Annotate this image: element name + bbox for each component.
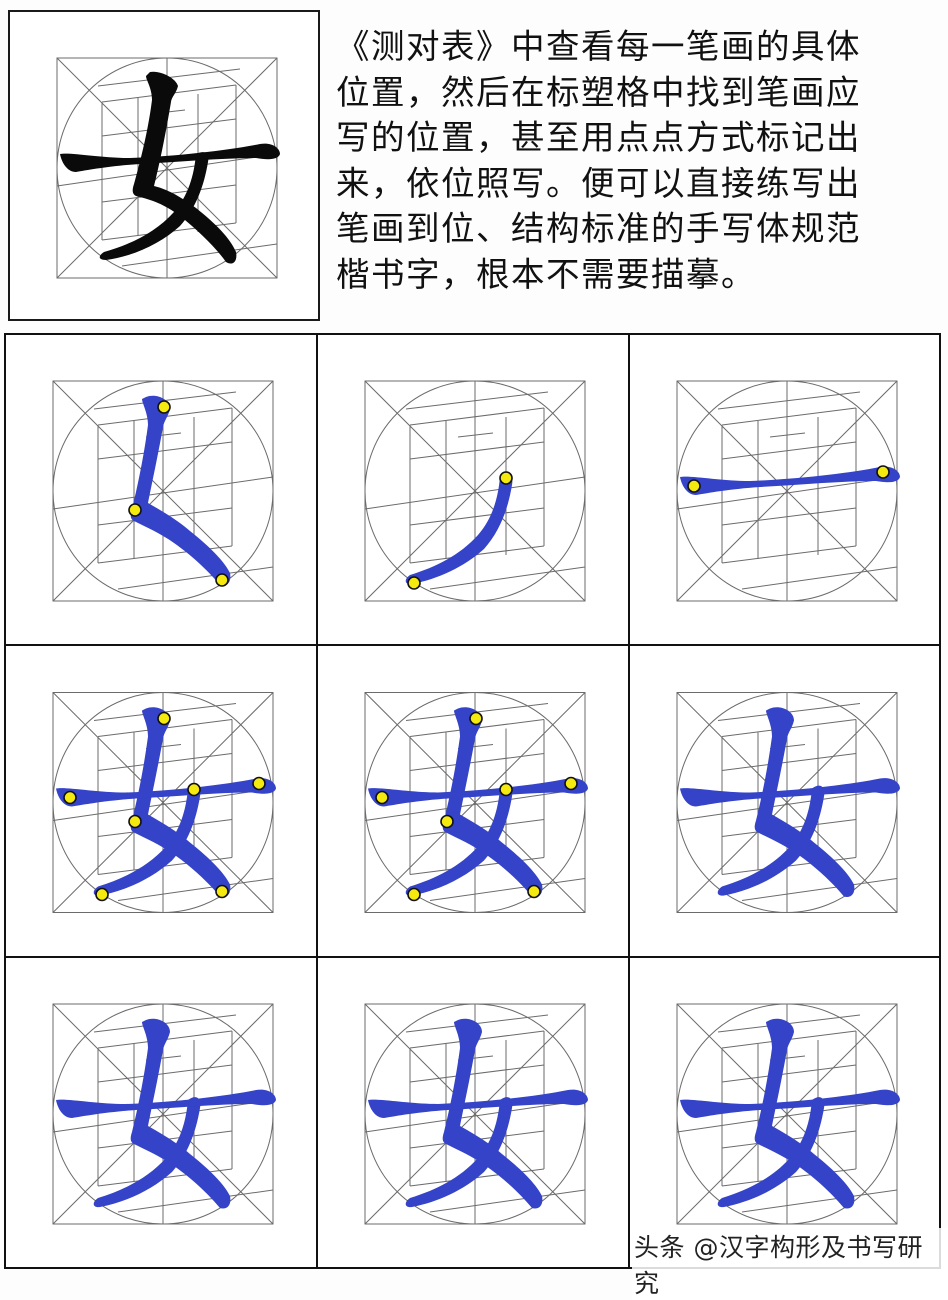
stroke-heng	[56, 778, 276, 807]
yellow-dot-marker	[407, 887, 421, 902]
yellow-dot-marker	[564, 776, 578, 791]
instruction-paragraph: 《测对表》中查看每一笔画的具体 位置，然后在标塑格中找到笔画应 写的位置，甚至用…	[336, 24, 940, 297]
stroke-cell-3	[630, 335, 939, 646]
stroke-heng	[680, 1089, 900, 1118]
stroke-piedian	[130, 395, 231, 586]
yellow-dot-marker	[527, 884, 541, 899]
yellow-dot-marker	[157, 711, 171, 726]
character-strokes	[680, 707, 900, 897]
stroke-piedian	[754, 1018, 855, 1209]
stroke-piedian	[442, 1018, 543, 1209]
reference-character-glyph	[60, 71, 280, 264]
stroke-piedian	[442, 707, 543, 897]
stroke-cell-8	[318, 958, 630, 1267]
instruction-line: 写的位置，甚至用点点方式标记出	[336, 118, 861, 157]
stroke-piedian	[130, 707, 231, 897]
tian-zi-grid	[676, 380, 898, 602]
yellow-dot-marker	[499, 782, 513, 797]
character-strokes	[368, 707, 588, 897]
stroke-heng	[368, 778, 588, 807]
character-strokes	[130, 395, 231, 586]
stroke-position-dots	[63, 711, 266, 902]
instruction-line: 楷书字，根本不需要描摹。	[336, 254, 756, 294]
character-strokes	[56, 707, 276, 897]
stroke-position-dots	[407, 471, 513, 590]
yellow-dot-marker	[128, 503, 142, 517]
stroke-cell-6	[630, 646, 939, 958]
stroke-cell-7	[6, 958, 318, 1267]
stroke-cell-9	[630, 958, 939, 1267]
yellow-dot-marker	[215, 884, 229, 899]
yellow-dot-marker	[215, 573, 229, 587]
stroke-position-dots	[375, 711, 578, 902]
character-strokes	[56, 1018, 276, 1209]
stroke-heng	[680, 778, 900, 807]
character-strokes	[680, 466, 900, 495]
stroke-piedian	[754, 707, 855, 897]
instruction-line: 来，依位照写。便可以直接练写出	[336, 163, 861, 203]
yellow-dot-marker	[375, 790, 389, 805]
stroke-pie	[717, 1097, 825, 1208]
yellow-dot-marker	[876, 465, 890, 479]
watermark: 头条 @汉字构形及书写研究	[632, 1228, 948, 1300]
character-strokes	[405, 474, 513, 585]
stroke-pie	[93, 785, 201, 896]
tian-zi-grid	[364, 380, 586, 602]
yellow-dot-marker	[252, 776, 266, 791]
yellow-dot-marker	[157, 400, 171, 414]
stroke-cell-4	[6, 646, 318, 958]
stroke-pie	[93, 1097, 201, 1208]
stroke-pie	[405, 1097, 513, 1208]
stroke-pie	[405, 474, 513, 585]
stroke-cell-2	[318, 335, 630, 646]
yellow-dot-marker	[95, 887, 109, 902]
yellow-dot-marker	[128, 814, 142, 829]
yellow-dot-marker	[407, 576, 421, 590]
instruction-line: 《测对表》中查看每一笔画的具体	[336, 27, 861, 66]
instruction-line: 位置，然后在标塑格中找到笔画应	[336, 72, 861, 112]
stroke-pie	[717, 785, 825, 896]
yellow-dot-marker	[687, 479, 701, 493]
stroke-cell-5	[318, 646, 630, 958]
instruction-line: 笔画到位、结构标准的手写体规范	[336, 209, 861, 248]
stroke-heng	[368, 1089, 588, 1118]
stroke-heng	[56, 1089, 276, 1118]
character-strokes	[680, 1018, 900, 1209]
yellow-dot-marker	[469, 711, 483, 726]
stroke-cell-1	[6, 335, 318, 646]
stroke-pie	[405, 785, 513, 896]
stroke-position-dots	[687, 465, 890, 493]
yellow-dot-marker	[499, 471, 513, 485]
reference-character-box	[8, 10, 320, 321]
yellow-dot-marker	[63, 790, 77, 805]
character-strokes	[368, 1018, 588, 1209]
yellow-dot-marker	[440, 814, 454, 829]
stroke-piedian	[130, 1018, 231, 1209]
stroke-heng	[680, 466, 900, 495]
stroke-order-grid	[4, 333, 941, 1269]
stroke-position-dots	[128, 400, 229, 587]
reference-character-grid	[56, 57, 280, 279]
yellow-dot-marker	[187, 782, 201, 797]
